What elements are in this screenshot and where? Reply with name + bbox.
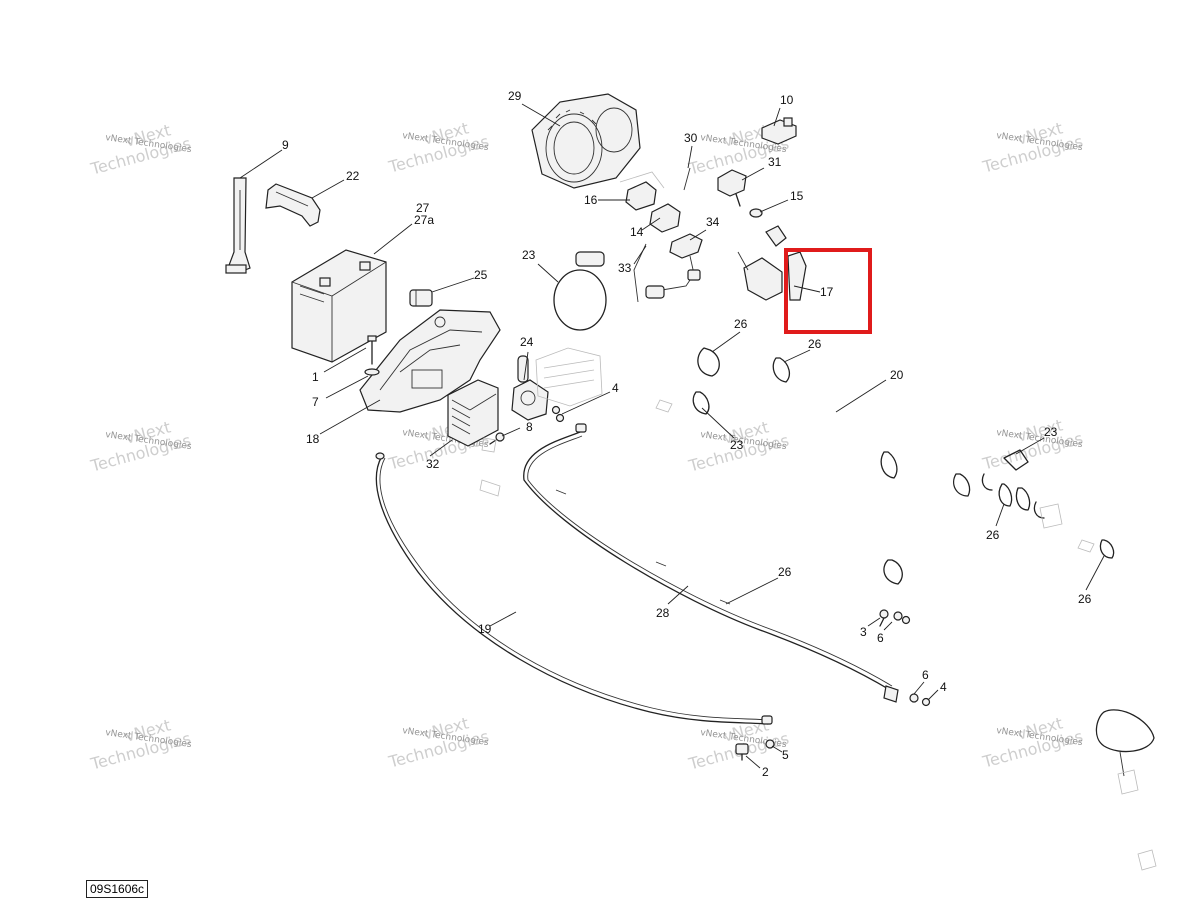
callout-20[interactable]: 20 — [890, 368, 904, 382]
ghost-fuse-box — [535, 347, 603, 407]
part-8-screw[interactable] — [489, 432, 505, 445]
callout-8[interactable]: 8 — [526, 420, 533, 434]
part-26-clamp[interactable] — [880, 451, 898, 479]
callout-5[interactable]: 5 — [782, 748, 789, 762]
callout-31[interactable]: 31 — [768, 155, 782, 169]
highlight-box — [784, 248, 872, 334]
part-9-strap[interactable] — [225, 177, 251, 274]
callout-7[interactable]: 7 — [312, 395, 319, 409]
part-1-bolt[interactable] — [367, 335, 377, 365]
callout-1[interactable]: 1 — [312, 370, 319, 384]
callout-27[interactable]: 27 — [416, 201, 430, 215]
callout-3[interactable]: 3 — [860, 625, 867, 639]
part-26-clamp[interactable] — [772, 357, 791, 383]
part-15-ring[interactable] — [749, 208, 763, 218]
diagram-code-label: 09S1606c — [86, 880, 149, 898]
callout-9[interactable]: 9 — [282, 138, 289, 152]
callout-29[interactable]: 29 — [508, 89, 522, 103]
part-4-nut[interactable] — [921, 697, 931, 707]
part-33-wire[interactable] — [633, 243, 647, 303]
ghost-details — [479, 399, 1095, 553]
part-4-nut[interactable] — [551, 405, 565, 423]
callout-33[interactable]: 33 — [618, 261, 632, 275]
part-6-washer[interactable] — [893, 611, 911, 625]
part-32-regulator[interactable] — [447, 379, 499, 447]
callout-23[interactable]: 23 — [1044, 425, 1058, 439]
callout-25[interactable]: 25 — [474, 268, 488, 282]
part-28-cable[interactable] — [523, 423, 899, 703]
callout-27a[interactable]: 27a — [414, 213, 434, 227]
part-7-washer[interactable] — [364, 368, 380, 376]
part-24-solenoid[interactable] — [511, 355, 549, 421]
callout-26[interactable]: 26 — [986, 528, 1000, 542]
part-10-connector[interactable] — [761, 117, 797, 145]
part-31-sensor[interactable] — [717, 169, 747, 207]
callout-17[interactable]: 17 — [820, 285, 834, 299]
callout-4[interactable]: 4 — [940, 680, 947, 694]
ghost-part — [1137, 849, 1157, 871]
part-25-fuse[interactable] — [409, 289, 433, 307]
callout-26[interactable]: 26 — [734, 317, 748, 331]
callout-23[interactable]: 23 — [522, 248, 536, 262]
part-26-clamp[interactable] — [883, 559, 903, 585]
callout-26[interactable]: 26 — [778, 565, 792, 579]
part-34-connector[interactable] — [645, 233, 703, 299]
part-16-switch[interactable] — [619, 171, 665, 211]
part-19-cable[interactable] — [375, 452, 773, 725]
part-3-bolt[interactable] — [879, 609, 889, 627]
ghost-part — [1039, 503, 1063, 529]
callout-22[interactable]: 22 — [346, 169, 360, 183]
part-22-bracket[interactable] — [265, 183, 321, 227]
callout-18[interactable]: 18 — [306, 432, 320, 446]
part-26-clamp[interactable] — [697, 347, 720, 377]
callout-19[interactable]: 19 — [478, 622, 492, 636]
watermarks: vNext Technologies vNext Technologies vN… — [88, 118, 1085, 773]
callout-23[interactable]: 23 — [730, 438, 744, 452]
callout-4[interactable]: 4 — [612, 381, 619, 395]
callout-2[interactable]: 2 — [762, 765, 769, 779]
part-lanyard[interactable] — [1095, 709, 1155, 795]
part-6-washer[interactable] — [909, 693, 919, 703]
callout-14[interactable]: 14 — [630, 225, 644, 239]
part-26-clamp[interactable] — [953, 473, 993, 497]
callouts: 9 22 27 27a 25 1 7 18 32 8 24 4 29 30 10… — [282, 89, 1092, 779]
leader-lines — [239, 103, 1105, 769]
callout-16[interactable]: 16 — [584, 193, 598, 207]
part-17-key[interactable] — [737, 225, 807, 301]
part-18-battery-tray[interactable] — [359, 309, 501, 413]
part-30-wire[interactable] — [683, 167, 691, 191]
callout-28[interactable]: 28 — [656, 606, 670, 620]
callout-24[interactable]: 24 — [520, 335, 534, 349]
part-26-clamp[interactable] — [1099, 539, 1115, 559]
callout-6[interactable]: 6 — [877, 631, 884, 645]
part-14-switch[interactable] — [649, 203, 681, 233]
callout-32[interactable]: 32 — [426, 457, 440, 471]
part-23-strap[interactable] — [553, 251, 607, 331]
part-29-gauge-cluster[interactable] — [531, 93, 641, 189]
part-27-battery[interactable] — [291, 249, 387, 363]
part-2-bolt[interactable] — [735, 743, 749, 761]
callout-34[interactable]: 34 — [706, 215, 720, 229]
callout-30[interactable]: 30 — [684, 131, 698, 145]
callout-26[interactable]: 26 — [1078, 592, 1092, 606]
callout-26[interactable]: 26 — [808, 337, 822, 351]
callout-10[interactable]: 10 — [780, 93, 794, 107]
callout-15[interactable]: 15 — [790, 189, 804, 203]
callout-6[interactable]: 6 — [922, 668, 929, 682]
part-23-clamp[interactable] — [692, 391, 710, 415]
